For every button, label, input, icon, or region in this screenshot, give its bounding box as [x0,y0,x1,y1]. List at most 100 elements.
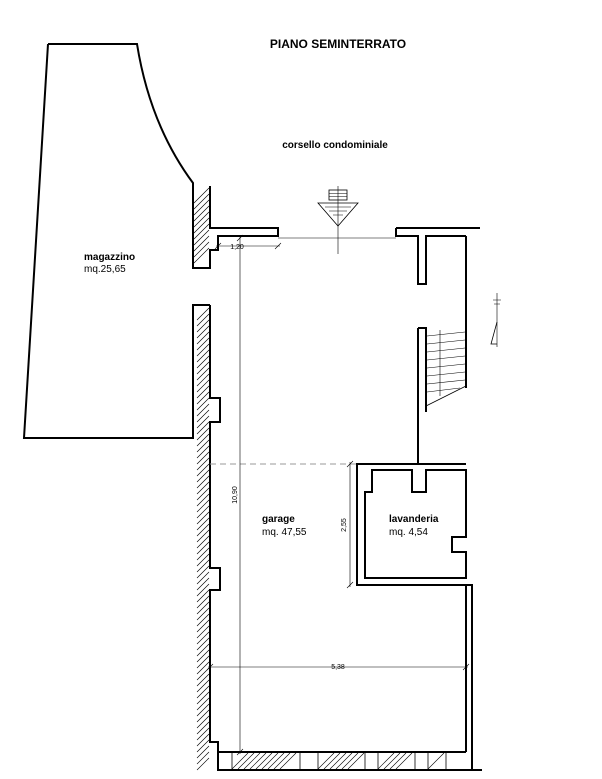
hatch-line [196,355,210,369]
hatch-line [196,613,210,627]
hatch-line [196,523,210,537]
stairs [425,330,467,407]
hatch-line [389,752,407,770]
hatch-line [196,511,210,525]
hatch-line [196,421,210,435]
hatch-line [196,655,210,669]
hatch-line [383,752,401,770]
hatch-line [273,752,291,770]
corridor-label: corsello condominiale [282,140,388,151]
hatch-line [196,397,210,411]
garage-bottom-outer-wall [217,752,482,771]
hatch-line [196,685,210,699]
hatch-line [196,715,210,729]
hatch-line [196,535,210,549]
hatch-line [193,187,210,204]
hatch-line [196,661,210,675]
hatch-line [196,439,210,453]
hatch-line [193,205,210,222]
hatch-line [193,193,210,210]
room-name-lavanderia: lavanderia [389,514,439,525]
hatch-line [196,373,210,387]
hatch-line [196,379,210,393]
hatch-line [196,703,210,717]
hatch-line [196,481,210,495]
hatch-line [193,223,210,240]
hatch-line [196,349,210,363]
hatch-line [249,752,267,770]
bottom-wall-separators [231,752,447,770]
entrance-arrow-inner [325,206,351,216]
room-name-garage: garage [262,514,295,525]
hatch-line [196,673,210,687]
hatch-line [196,739,210,753]
hatch-line [196,757,210,771]
hatch-line [196,433,210,447]
hatch-line [335,752,353,770]
dimension-line-laundry-depth [346,460,354,589]
hatch-line [196,619,210,633]
hatch-line [196,595,210,609]
hatch-line [196,313,210,327]
hatch-line [196,505,210,519]
hatch-line [196,559,210,573]
magazzino-upper-wall [48,43,279,269]
dimension-line-garage-length [236,234,244,756]
hatch-line [243,752,261,770]
hatch-line [196,487,210,501]
stair-step [426,379,466,385]
hatch-line [193,217,210,234]
hatch-line [196,691,210,705]
section-arrow-head [490,321,498,345]
hatch-line [196,733,210,747]
hatch-line [196,493,210,507]
stair-step [426,363,466,369]
hatch-line [377,752,395,770]
hatch-line [196,361,210,375]
stair-step [426,355,466,361]
stair-step [426,331,466,337]
hatch-line [196,745,210,759]
dimension-label-laundry-depth: 2,55 [341,518,348,532]
magazzino-outline [22,43,210,439]
hatch-line [196,415,210,429]
hatch-line [196,445,210,459]
hatch-line [196,637,210,651]
hatch-line [196,601,210,615]
hatch-line [196,391,210,405]
stair-step [426,387,461,393]
hatch-line [196,697,210,711]
hatch-line [196,649,210,663]
garage-left-wall [209,305,466,753]
hatch-line [193,247,210,264]
hatch-line [196,499,210,513]
entrance-arrow-icon [317,189,359,227]
section-arrow-tick [493,299,501,305]
wall-hatching [193,187,445,771]
hatch-line [196,727,210,741]
dimension-lines [206,234,470,756]
stair-step [426,339,466,345]
entrance-arrow-hatch [329,193,347,197]
hatch-line [196,643,210,657]
stair-landing-line [425,385,467,407]
lavanderia-inner-wall [364,469,467,579]
dimension-label-entrance-wall: 1,20 [230,244,244,251]
dimension-line-entrance-wall [214,242,282,250]
hatch-line [279,752,297,770]
stair-step [426,371,466,377]
hatch-line [196,631,210,645]
hatch-line [323,752,341,770]
hatch-line [427,752,445,770]
hatch-line [237,752,255,770]
hatch-line [196,451,210,465]
hatch-line [196,409,210,423]
hatch-line [196,385,210,399]
hatch-line [267,752,285,770]
hatch-line [193,199,210,216]
hatch-line [261,752,279,770]
room-name-magazzino: magazzino [84,252,135,263]
hatch-line [196,475,210,489]
hatch-line [196,403,210,417]
hatch-line [196,553,210,567]
